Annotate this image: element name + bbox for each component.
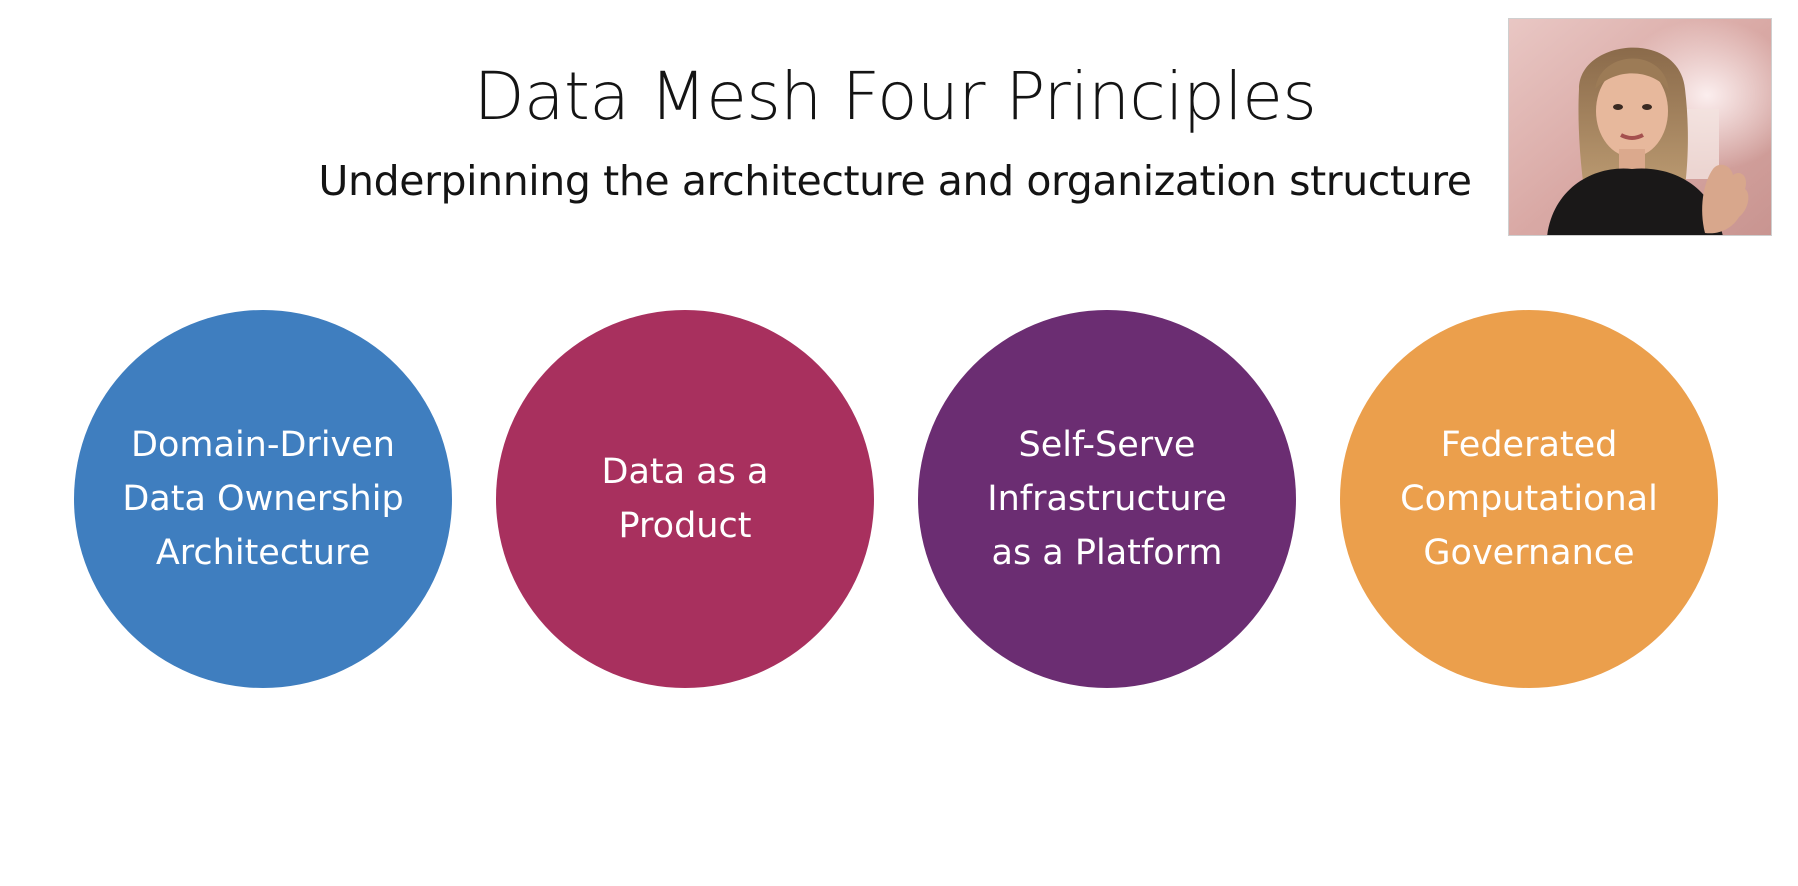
principle-circle-federated-governance: Federated Computational Governance (1340, 310, 1718, 688)
slide-subtitle: Underpinning the architecture and organi… (318, 157, 1472, 205)
principle-label: Domain-Driven Data Ownership Architectur… (122, 425, 404, 573)
principle-circle-data-product: Data as a Product (496, 310, 874, 688)
slide-title: Data Mesh Four Principles (473, 58, 1317, 135)
principle-label: Federated Computational Governance (1400, 425, 1658, 573)
principle-label: Data as a Product (601, 452, 769, 546)
principle-circle-domain-ownership: Domain-Driven Data Ownership Architectur… (74, 310, 452, 688)
presenter-video-overlay[interactable] (1508, 18, 1772, 236)
presenter-webcam-icon (1509, 19, 1771, 235)
principle-label: Self-Serve Infrastructure as a Platform (987, 425, 1227, 573)
principle-circle-self-serve-platform: Self-Serve Infrastructure as a Platform (918, 310, 1296, 688)
